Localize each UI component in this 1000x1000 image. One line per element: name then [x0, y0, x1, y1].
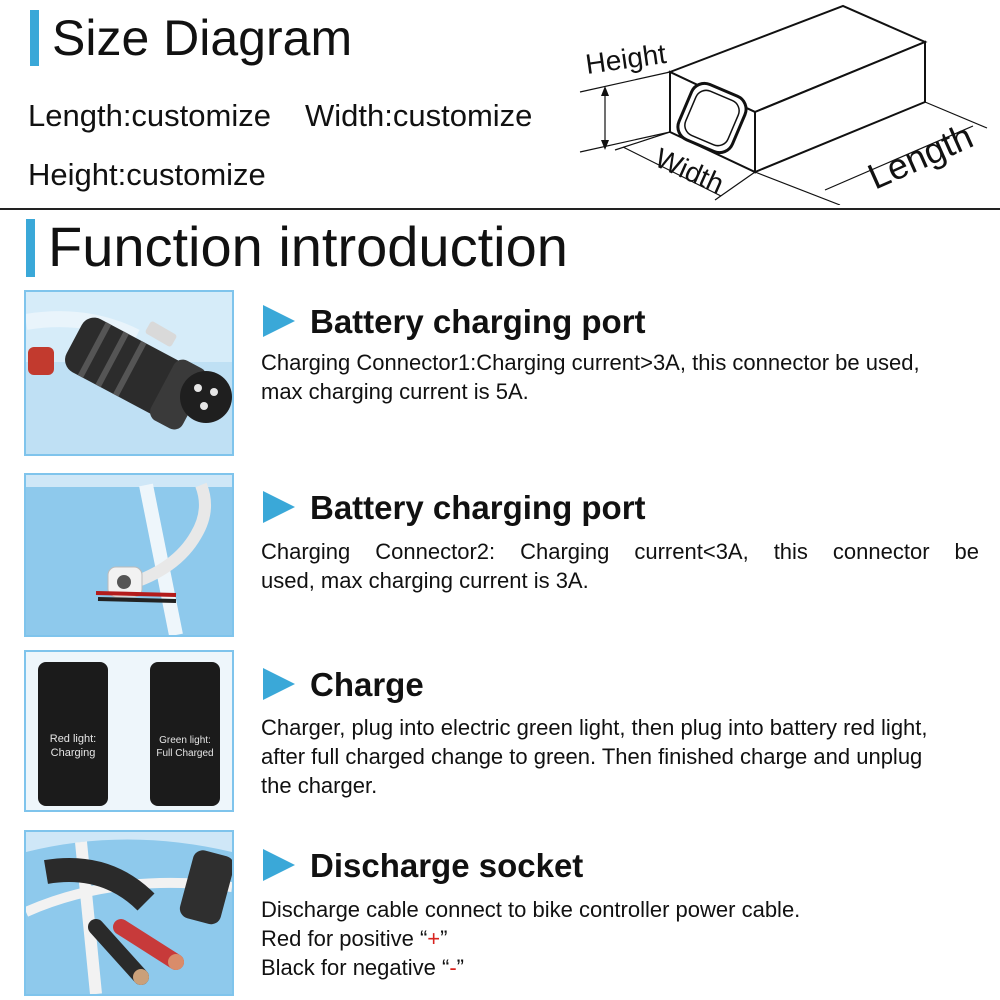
item-3-line-2: after full charged change to green. Then…	[261, 744, 923, 769]
function-title-accent	[26, 219, 35, 277]
discharge-socket-image	[24, 830, 234, 996]
item-1-description: Charging Connector1:Charging current>3A,…	[261, 348, 981, 406]
item-2-description: Charging Connector2: Charging current<3A…	[261, 537, 979, 595]
section-arrow-icon	[263, 305, 295, 337]
diagram-height-label: Height	[584, 38, 669, 80]
item-2-line-2: used, max charging current is 3A.	[261, 568, 589, 593]
section-arrow-icon	[263, 668, 295, 700]
diagram-length-label: Length	[862, 115, 979, 197]
section-arrow-icon	[263, 849, 295, 881]
width-spec: Width:customize	[305, 98, 533, 133]
length-spec: Length:customize	[28, 98, 271, 133]
size-diagram-title: Size Diagram	[52, 10, 353, 66]
negative-symbol: -	[449, 955, 457, 980]
charger-right-label-2: Full Charged	[156, 748, 214, 759]
item-3-line-3: the charger.	[261, 773, 378, 798]
item-3-description: Charger, plug into electric green light,…	[261, 713, 981, 800]
item-4-line-2: Red for positive “+”	[261, 924, 981, 953]
function-introduction-title: Function introduction	[48, 215, 568, 278]
item-1-line-1: Charging Connector1:Charging current>3A,…	[261, 350, 920, 375]
item-4-negative-suffix: ”	[456, 955, 464, 980]
item-2-line-1: Charging Connector2: Charging current<3A…	[261, 539, 979, 564]
item-4-line-3: Black for negative “-”	[261, 953, 981, 982]
charging-port-2-image	[24, 473, 234, 637]
item-4-description: Discharge cable connect to bike controll…	[261, 895, 981, 982]
charging-port-1-image	[24, 290, 234, 456]
size-title-accent	[30, 10, 39, 66]
charger-left-label-1: Red light:	[49, 733, 97, 745]
height-spec: Height:customize	[28, 157, 266, 192]
item-1-title: Battery charging port	[310, 303, 646, 340]
item-3-title: Charge	[310, 666, 424, 703]
item-4-line-1: Discharge cable connect to bike controll…	[261, 897, 801, 922]
item-4-title: Discharge socket	[310, 847, 584, 884]
section-divider	[0, 208, 1000, 210]
charger-green-light: Green light: Full Charged	[150, 662, 220, 806]
charger-image: Red light: Charging Green light: Full Ch…	[24, 650, 234, 812]
charger-right-label-1: Green light:	[159, 735, 211, 746]
charger-red-light: Red light: Charging	[38, 662, 108, 806]
item-1-line-2: max charging current is 5A.	[261, 379, 529, 404]
item-3-line-1: Charger, plug into electric green light,…	[261, 715, 928, 740]
box-dimension-diagram: Height Width Length	[579, 4, 988, 205]
item-4-positive-suffix: ”	[440, 926, 448, 951]
item-4-negative-prefix: Black for negative “	[261, 955, 450, 980]
positive-symbol: +	[427, 926, 441, 951]
item-2-title: Battery charging port	[310, 489, 646, 526]
item-4-positive-prefix: Red for positive “	[261, 926, 428, 951]
charger-left-label-2: Charging	[50, 747, 96, 759]
section-arrow-icon	[263, 491, 295, 523]
